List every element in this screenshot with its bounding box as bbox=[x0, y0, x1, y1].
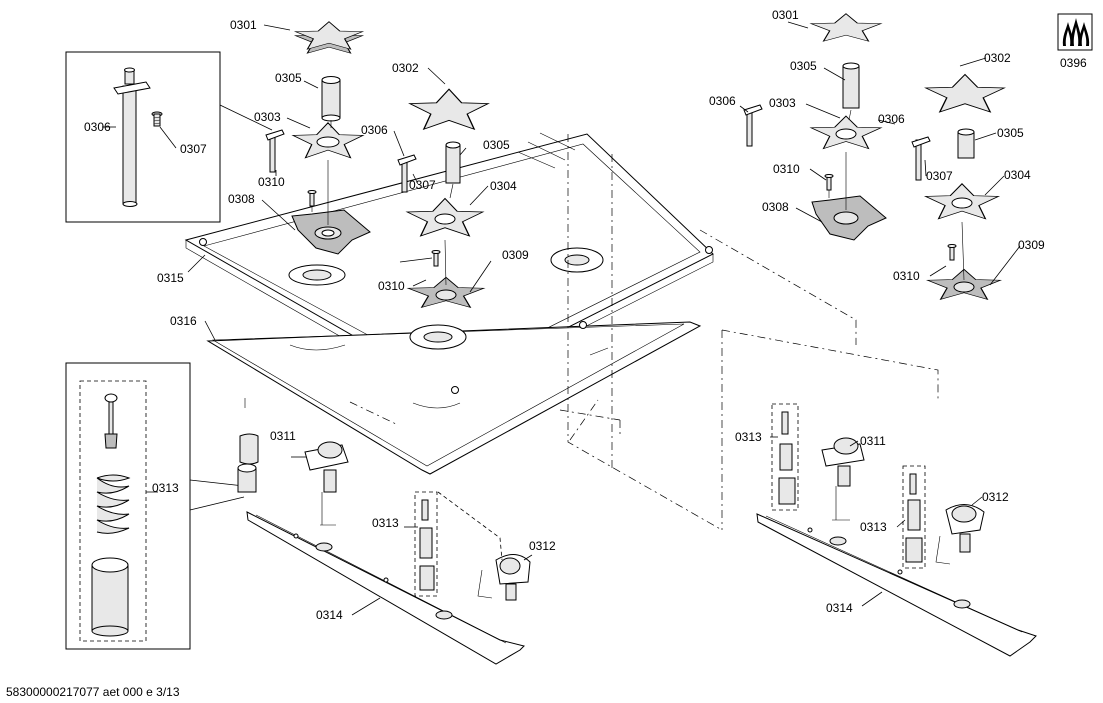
callout-0310-r: 0310 bbox=[773, 162, 800, 176]
ignition-pin-detail bbox=[104, 393, 118, 449]
burner-cap-0302 bbox=[409, 88, 489, 130]
burner-base-0308 bbox=[291, 209, 371, 255]
callout-0313-b: 0313 bbox=[372, 516, 399, 530]
callout-0306: 0306 bbox=[84, 120, 111, 134]
callout-0301: 0301 bbox=[230, 18, 257, 32]
callout-0313-r: 0313 bbox=[735, 430, 762, 444]
burner-distributor-0303 bbox=[292, 122, 364, 159]
callout-0311: 0311 bbox=[270, 429, 296, 443]
burner-base-0308-r bbox=[811, 195, 887, 241]
thermocouple-0306 bbox=[265, 129, 285, 173]
screw-detail bbox=[151, 111, 163, 127]
thermocouple-0306-r-b bbox=[911, 136, 931, 181]
callout-0306-r-b: 0306 bbox=[878, 112, 905, 126]
callout-0308-r: 0308 bbox=[762, 200, 789, 214]
burner-crown-0305-b bbox=[445, 141, 461, 184]
callout-0309: 0309 bbox=[502, 248, 529, 262]
callout-0307: 0307 bbox=[180, 142, 207, 156]
detail-inset-spring-assembly: 0313 bbox=[65, 362, 245, 650]
callout-0313-r-b: 0313 bbox=[860, 520, 887, 534]
callout-0313: 0313 bbox=[152, 481, 179, 495]
callouts-left-top: 0301 0305 0303 0310 0308 0315 0316 0302 … bbox=[157, 18, 529, 341]
callout-0310-r-b: 0310 bbox=[893, 269, 920, 283]
burner-distributor-0304 bbox=[406, 197, 484, 237]
document-code: 58300000217077 aet 000 e 3/13 bbox=[6, 685, 180, 699]
callout-0312-r: 0312 bbox=[982, 490, 1009, 504]
burner-distributor-0303-r bbox=[810, 115, 882, 150]
callout-0311-r: 0311 bbox=[860, 434, 886, 448]
callout-0310-b: 0310 bbox=[378, 279, 405, 293]
callout-0314: 0314 bbox=[316, 608, 343, 622]
callout-0301-r: 0301 bbox=[772, 8, 799, 22]
callout-0305-r: 0305 bbox=[790, 59, 817, 73]
sleeve-detail bbox=[91, 557, 129, 637]
screw-0310-r bbox=[824, 174, 834, 191]
callout-0302: 0302 bbox=[392, 61, 419, 75]
callout-0306-b: 0306 bbox=[361, 123, 388, 137]
callout-0307-b: 0307 bbox=[409, 178, 436, 192]
callout-0304-r: 0304 bbox=[1004, 168, 1031, 182]
detail-inset-thermocouple: 0306 0307 bbox=[65, 51, 273, 223]
thermocouple-rod-detail bbox=[113, 67, 151, 207]
callout-0306-r: 0306 bbox=[709, 94, 736, 108]
screw-0310-r-b bbox=[947, 244, 957, 261]
dashed-guides-center bbox=[567, 134, 939, 531]
callout-0305-b: 0305 bbox=[483, 138, 510, 152]
callout-0312: 0312 bbox=[529, 539, 556, 553]
callout-0307-r: 0307 bbox=[926, 169, 953, 183]
callout-0310: 0310 bbox=[258, 175, 285, 189]
callout-0314-r: 0314 bbox=[826, 601, 853, 615]
burner-cap-0301-r bbox=[810, 13, 882, 42]
thermocouple-0306-b bbox=[397, 154, 417, 193]
callout-0303: 0303 bbox=[254, 110, 281, 124]
gas-flame-icon bbox=[1057, 13, 1093, 51]
callout-0315: 0315 bbox=[157, 271, 184, 285]
screw-0310 bbox=[307, 190, 317, 207]
burner-cap-0302-r bbox=[925, 73, 1005, 113]
callout-0309-r: 0309 bbox=[1018, 238, 1045, 252]
callout-0305-r-b: 0305 bbox=[997, 126, 1024, 140]
callouts-right-top: 0301 0302 0305 0306 0303 0306 0305 0307 … bbox=[709, 8, 1045, 286]
callout-0305: 0305 bbox=[275, 71, 302, 85]
burner-crown-0305 bbox=[321, 76, 341, 122]
spring-detail bbox=[96, 474, 131, 534]
burner-base-0309 bbox=[407, 276, 485, 309]
callout-0316: 0316 bbox=[170, 314, 197, 328]
burner-base-0309-r bbox=[926, 268, 1002, 301]
thermocouple-0306-r bbox=[743, 104, 763, 147]
valve-area-right: 0313 0311 0312 0313 0314 bbox=[735, 403, 1037, 657]
hob-top-panel-left bbox=[184, 132, 714, 475]
burner-crown-0305-r-b bbox=[957, 128, 975, 159]
callout-0302-r: 0302 bbox=[984, 51, 1011, 65]
burner-distributor-0304-r bbox=[924, 183, 1000, 220]
valve-area-left: 0311 0313 0312 0314 bbox=[237, 398, 621, 665]
callout-0396: 0396 bbox=[1060, 56, 1087, 70]
burner-cap-0301 bbox=[294, 21, 364, 54]
burner-crown-0305-r bbox=[842, 62, 860, 109]
screw-0310-b bbox=[431, 250, 441, 267]
callout-0308: 0308 bbox=[228, 192, 255, 206]
callout-0303-r: 0303 bbox=[769, 96, 796, 110]
callout-0304: 0304 bbox=[490, 179, 517, 193]
